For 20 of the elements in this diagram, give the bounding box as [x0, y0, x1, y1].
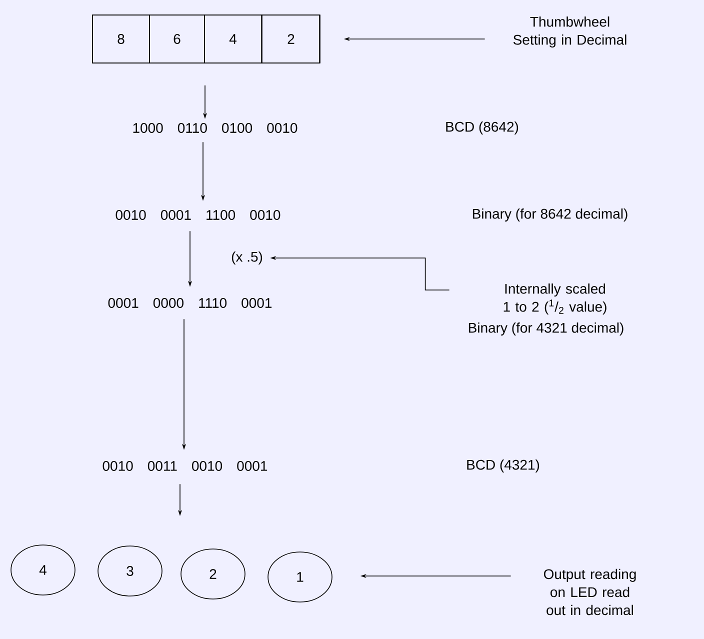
led-digit: 4	[10, 544, 76, 596]
binary-row: 0010 0011 0010 0001	[102, 461, 268, 471]
row-caption: Binary (for 4321 decimal)	[468, 322, 624, 336]
note-text: Output reading on LED read out in decimal	[544, 568, 636, 616]
digit-cell: 4	[204, 14, 262, 64]
digit-cell: 2	[262, 14, 320, 64]
led-digit: 3	[98, 546, 162, 596]
note-text: Thumbwheel Setting in Decimal	[513, 16, 626, 48]
digit-cell: 8	[92, 14, 150, 64]
led-digit: 1	[268, 552, 332, 602]
binary-row: 0001 0000 1110 0001	[108, 298, 272, 308]
binary-row: 0010 0001 1100 0010	[116, 210, 280, 220]
note-text: Internally scaled 1 to 2 ($^{1}$/$_{2}$ value)	[504, 283, 606, 315]
led-digit: 2	[180, 548, 246, 600]
row-caption: Binary (for 8642 decimal)	[472, 208, 628, 222]
row-caption: BCD (4321)	[467, 459, 540, 473]
digit-cell: 6	[149, 14, 205, 64]
binary-row: 1000 0110 0100 0010	[133, 123, 298, 133]
scale-factor: (x .5)	[232, 251, 262, 265]
row-caption: BCD (8642)	[446, 121, 518, 135]
